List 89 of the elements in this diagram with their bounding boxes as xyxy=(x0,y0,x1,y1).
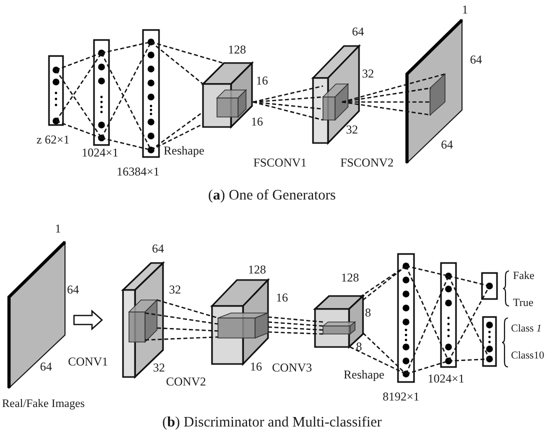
dimension-label: 64 xyxy=(441,138,453,152)
dimension-label: 32 xyxy=(169,284,181,296)
dashed-line xyxy=(268,321,324,327)
layer-size-label: 16384×1 xyxy=(116,166,160,178)
operation-label: Reshape xyxy=(164,144,204,158)
dashed-line xyxy=(405,276,450,374)
dashed-line xyxy=(150,123,204,151)
dashed-line xyxy=(55,52,102,122)
neuron-column xyxy=(93,39,110,146)
feature-map-cube xyxy=(122,262,164,378)
dashed-line xyxy=(150,42,204,84)
block-arrow xyxy=(73,310,103,330)
dimension-label: 32 xyxy=(362,68,374,80)
layer-size-label: 1024×1 xyxy=(428,372,464,386)
image-plane xyxy=(7,240,67,390)
dimension-label: 128 xyxy=(228,44,246,56)
dashed-line xyxy=(56,52,102,71)
output-label: True xyxy=(513,298,534,310)
neuron-column xyxy=(142,29,160,158)
neuron-column xyxy=(481,272,498,300)
dimension-label: 128 xyxy=(341,272,359,284)
dimension-label: 8 xyxy=(356,340,362,354)
neuron-column xyxy=(440,262,457,368)
class-label: Class 1 xyxy=(511,324,542,334)
output-label: Fake xyxy=(513,271,534,283)
dashed-line xyxy=(144,336,218,341)
dimension-label: 64 xyxy=(152,242,164,256)
dimension-label: 1 xyxy=(462,4,468,16)
dimension-label: 16 xyxy=(251,116,263,128)
subfigure-caption: (a) One of Generators xyxy=(208,188,336,204)
operation-label: CONV3 xyxy=(272,362,312,374)
dimension-label: 16 xyxy=(250,360,262,374)
neuron-column xyxy=(48,55,64,126)
dashed-line xyxy=(342,87,432,103)
operation-label: CONV1 xyxy=(68,356,108,368)
dimension-label: 8 xyxy=(365,306,371,320)
dashed-line xyxy=(448,275,490,287)
dashed-line xyxy=(350,346,406,375)
operation-label: FSCONV2 xyxy=(340,156,394,170)
dashed-line xyxy=(342,101,431,103)
dimension-label: 128 xyxy=(248,264,266,276)
dashed-line xyxy=(406,360,449,375)
dimension-label: 32 xyxy=(346,124,358,136)
dashed-line xyxy=(150,111,204,151)
dashed-line xyxy=(405,266,450,362)
layer-size-label: z 62×1 xyxy=(36,134,70,146)
subfigure-caption: (b) Discriminator and Multi-classifier xyxy=(162,415,382,431)
operation-label: CONV2 xyxy=(166,376,206,388)
dashed-line xyxy=(144,312,218,325)
dashed-line xyxy=(252,85,324,103)
dashed-line xyxy=(362,332,406,374)
dashed-line xyxy=(406,265,449,277)
dashed-line xyxy=(56,120,102,139)
image-plane xyxy=(405,18,464,165)
neuron-column xyxy=(397,253,415,383)
dashed-line xyxy=(342,73,446,103)
dashed-line xyxy=(100,42,152,138)
dashed-line xyxy=(156,299,218,319)
operation-label: Reshape xyxy=(344,368,384,382)
dashed-line xyxy=(156,327,218,332)
dashed-line xyxy=(101,41,152,54)
dashed-line xyxy=(100,52,152,150)
layer-size-label: 1024×1 xyxy=(82,146,118,160)
dashed-line xyxy=(268,316,324,323)
dashed-line xyxy=(448,358,490,362)
dimension-label: 16 xyxy=(276,292,288,304)
dimension-label: 1 xyxy=(55,222,61,236)
dashed-line xyxy=(150,41,224,64)
dimension-label: 32 xyxy=(153,362,165,374)
dashed-line xyxy=(55,70,102,138)
dashed-line xyxy=(252,96,324,103)
dashed-line xyxy=(252,101,324,121)
dashed-line xyxy=(252,101,324,110)
image-label: Real/Fake Images xyxy=(2,398,85,410)
dashed-line xyxy=(342,101,432,116)
class-label: Class10 xyxy=(511,350,544,362)
dimension-label: 64 xyxy=(67,284,79,296)
neuron-column xyxy=(482,316,497,367)
dimension-label: 16 xyxy=(256,74,268,88)
feature-map-cube xyxy=(312,45,360,144)
dimension-label: 64 xyxy=(352,26,364,38)
operation-label: FSCONV1 xyxy=(253,156,307,170)
dimension-label: 64 xyxy=(40,360,52,374)
dashed-line xyxy=(268,326,324,331)
feature-map-cube xyxy=(202,62,253,128)
dashed-line xyxy=(268,331,324,335)
dashed-line xyxy=(101,137,152,151)
layer-size-label: 8192×1 xyxy=(382,390,420,404)
dimension-label: 64 xyxy=(470,54,482,66)
